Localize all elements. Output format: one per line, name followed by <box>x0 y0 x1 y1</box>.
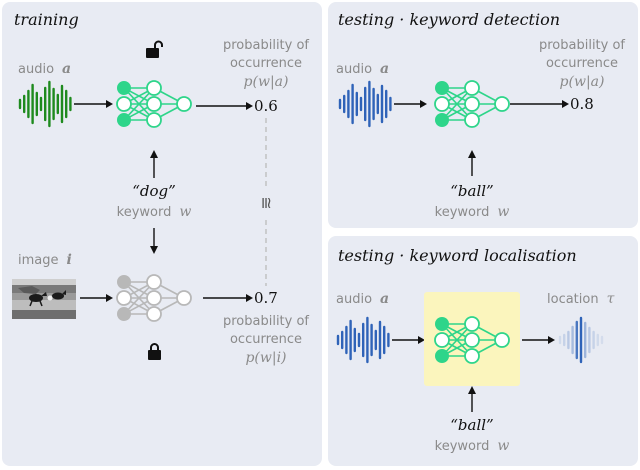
arrowhead <box>420 100 427 108</box>
arrowhead <box>106 294 113 302</box>
localisation-keyword-label: keyword w <box>435 437 510 454</box>
arrowhead <box>468 386 476 394</box>
network-hidden-node <box>464 96 480 112</box>
arrowhead <box>562 100 569 108</box>
network-hidden-node <box>146 96 162 112</box>
detection-prob-value: 0.8 <box>570 95 594 113</box>
training-audio-label: audio a <box>18 60 71 77</box>
training-image-label: image i <box>18 251 72 268</box>
network-input-node <box>435 349 449 363</box>
training-keyword-text: “dog” <box>132 182 176 200</box>
training-prob-value-i: 0.7 <box>254 289 278 307</box>
localisation-audio-waveform <box>336 316 390 364</box>
arrowhead <box>150 246 158 254</box>
detection-audio-waveform <box>338 80 392 128</box>
detection-network <box>434 80 510 128</box>
detection-prob-expr: p(w|a) <box>560 74 605 90</box>
detection-prob-label-line1: probability of <box>539 38 625 53</box>
localisation-network <box>434 316 510 364</box>
training-prob-expr-a: p(w|a) <box>244 74 289 90</box>
detection-audio-label: audio a <box>336 60 389 77</box>
arrowhead <box>418 336 425 344</box>
network-input-node <box>116 96 132 112</box>
localisation-keyword-text: “ball” <box>450 416 493 434</box>
network-input-node <box>117 275 131 289</box>
training-prob-value-a: 0.6 <box>254 97 278 115</box>
network-input-node <box>116 290 132 306</box>
approx-symbol: ≅ <box>257 196 276 209</box>
lock-icon <box>148 343 161 360</box>
network-output-node <box>494 96 510 112</box>
network-input-node <box>435 317 449 331</box>
network-hidden-node <box>464 348 480 364</box>
network-hidden-node <box>146 290 162 306</box>
panel-localisation: testing · keyword localisation audio a l… <box>328 236 638 466</box>
network-input-node <box>434 96 450 112</box>
network-output-node <box>176 96 192 112</box>
localisation-location-label: location τ <box>547 290 615 307</box>
training-prob-label-line2: occurrence <box>230 56 302 71</box>
network-hidden-node <box>464 112 480 128</box>
panel-localisation-title: testing · keyword localisation <box>338 246 577 265</box>
network-hidden-node <box>464 316 480 332</box>
network-hidden-node <box>146 306 162 322</box>
network-hidden-node <box>146 274 162 290</box>
training-prob-expr-i: p(w|i) <box>245 350 286 366</box>
network-input-node <box>117 113 131 127</box>
detection-keyword-text: “ball” <box>450 182 493 200</box>
network-hidden-node <box>464 80 480 96</box>
training-audio-waveform <box>18 80 72 128</box>
training-prob-label-line1: probability of <box>223 38 309 53</box>
network-input-node <box>434 332 450 348</box>
network-hidden-node <box>146 80 162 96</box>
unlock-icon <box>146 40 163 58</box>
training-keyword-label: keyword w <box>117 203 192 220</box>
training-prob-label-line2-i: occurrence <box>230 332 302 347</box>
training-image-thumbnail <box>12 279 76 319</box>
network-hidden-node <box>464 332 480 348</box>
arrowhead <box>150 150 158 158</box>
arrowhead <box>246 102 253 110</box>
panel-detection: testing · keyword detection audio a 0.8 … <box>328 2 638 228</box>
detection-keyword-label: keyword w <box>435 203 510 220</box>
panel-training: training audio a 0.6 probability of occu… <box>2 2 322 466</box>
network-output-node <box>176 290 192 306</box>
network-output-node <box>494 332 510 348</box>
network-input-node <box>435 81 449 95</box>
detection-prob-label-line2: occurrence <box>546 56 618 71</box>
arrowhead <box>548 336 555 344</box>
arrowhead <box>468 150 476 158</box>
arrowhead <box>106 100 113 108</box>
network-input-node <box>117 81 131 95</box>
arrowhead <box>246 294 253 302</box>
panel-training-title: training <box>14 10 79 29</box>
training-audio-network <box>116 80 192 128</box>
network-input-node <box>117 307 131 321</box>
training-prob-label-line1-i: probability of <box>223 314 309 329</box>
localisation-output-waveform <box>558 316 604 364</box>
panel-detection-title: testing · keyword detection <box>338 10 560 29</box>
localisation-audio-label: audio a <box>336 290 389 307</box>
network-hidden-node <box>146 112 162 128</box>
panel-training-bg <box>2 2 322 466</box>
network-input-node <box>435 113 449 127</box>
training-image-network <box>116 274 192 322</box>
